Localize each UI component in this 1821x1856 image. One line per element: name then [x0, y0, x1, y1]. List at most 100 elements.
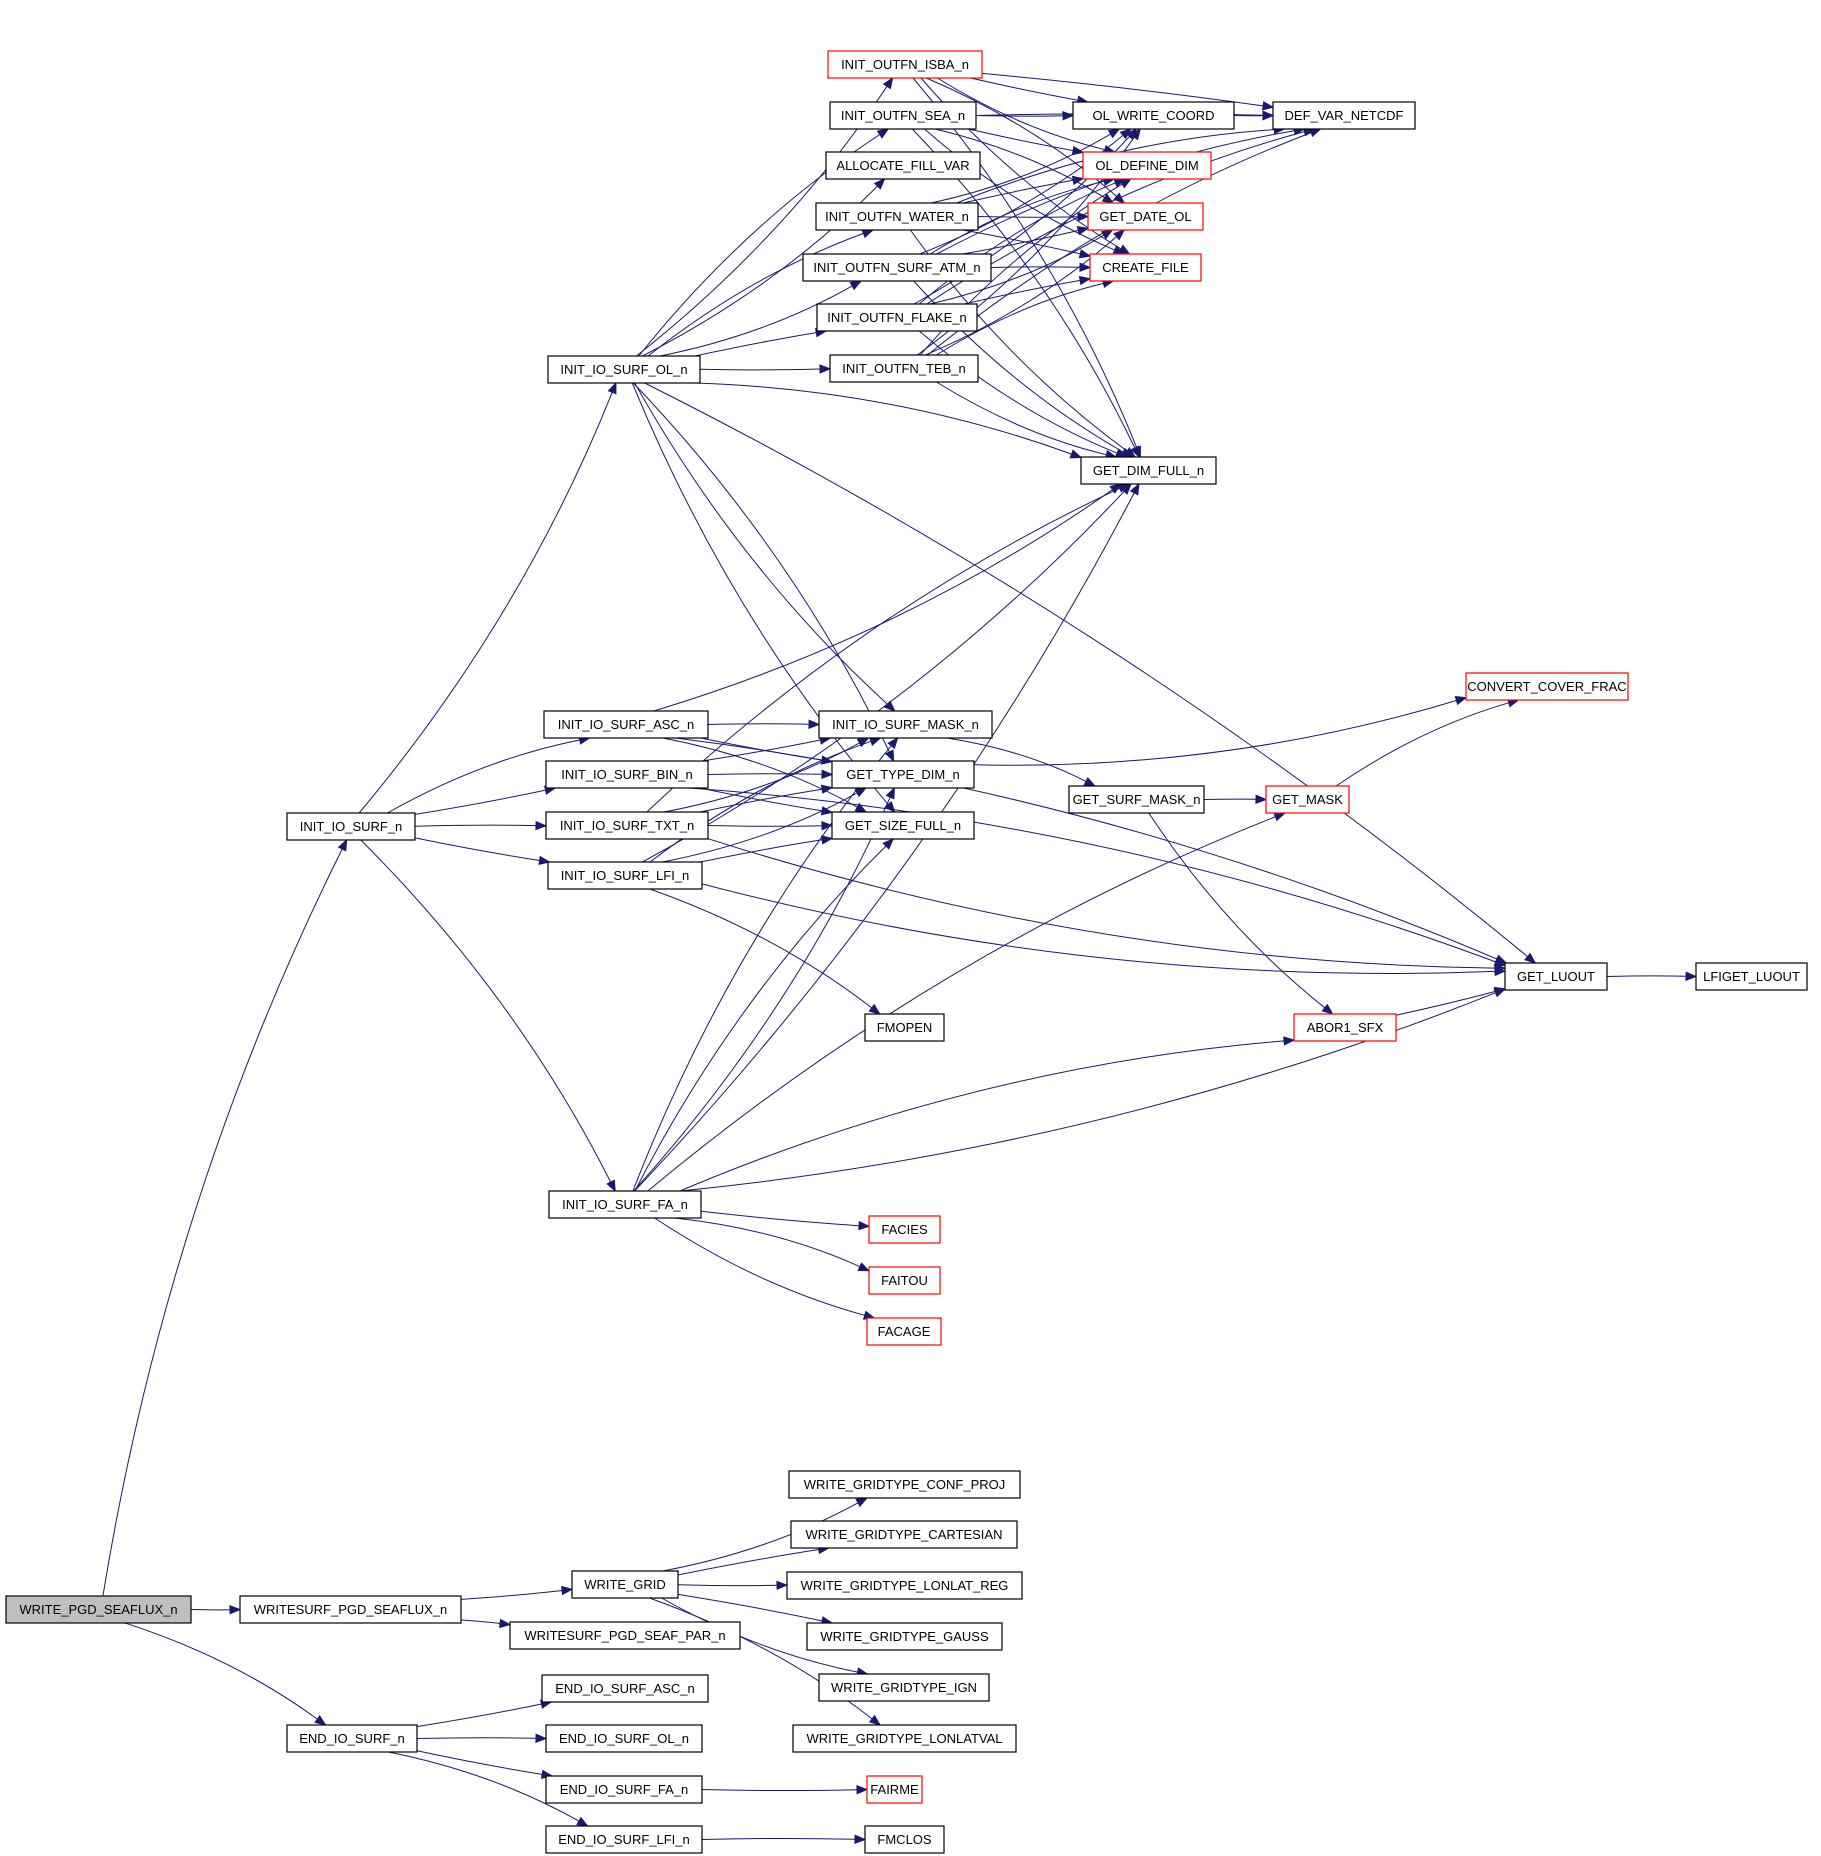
node-box[interactable]	[1068, 785, 1205, 814]
node-facies[interactable]: FACIES	[868, 1215, 941, 1244]
node-facage[interactable]: FACAGE	[866, 1317, 942, 1346]
node-box[interactable]	[547, 861, 703, 890]
node-box[interactable]	[5, 1595, 192, 1624]
node-box[interactable]	[509, 1621, 741, 1650]
node-ol-write-coord[interactable]: OL_WRITE_COORD	[1072, 101, 1235, 130]
node-box[interactable]	[286, 1724, 418, 1753]
node-init-outfn-sea-n[interactable]: INIT_OUTFN_SEA_n	[829, 101, 977, 130]
node-create-file[interactable]: CREATE_FILE	[1089, 253, 1202, 282]
node-init-io-surf-fa-n[interactable]: INIT_IO_SURF_FA_n	[548, 1190, 702, 1219]
node-abor1-sfx[interactable]: ABOR1_SFX	[1293, 1013, 1397, 1042]
node-write-gridtype-cartesian[interactable]: WRITE_GRIDTYPE_CARTESIAN	[790, 1520, 1018, 1549]
node-box[interactable]	[1695, 962, 1808, 991]
node-faitou[interactable]: FAITOU	[868, 1266, 941, 1295]
node-get-luout[interactable]: GET_LUOUT	[1504, 962, 1608, 991]
node-fairme[interactable]: FAIRME	[866, 1775, 923, 1804]
node-box[interactable]	[831, 811, 975, 840]
node-end-io-surf-lfi-n[interactable]: END_IO_SURF_LFI_n	[545, 1825, 703, 1854]
node-get-date-ol[interactable]: GET_DATE_OL	[1087, 202, 1204, 231]
node-box[interactable]	[286, 812, 416, 841]
node-convert-cover-frac[interactable]: CONVERT_COVER_FRAC	[1465, 672, 1629, 701]
node-write-gridtype-lonlat-reg[interactable]: WRITE_GRIDTYPE_LONLAT_REG	[786, 1571, 1023, 1600]
node-box[interactable]	[864, 1825, 945, 1854]
node-box[interactable]	[790, 1520, 1018, 1549]
node-box[interactable]	[827, 50, 983, 79]
node-end-io-surf-fa-n[interactable]: END_IO_SURF_FA_n	[545, 1775, 703, 1804]
node-fmclos[interactable]: FMCLOS	[864, 1825, 945, 1854]
node-end-io-surf-ol-n[interactable]: END_IO_SURF_OL_n	[545, 1724, 703, 1753]
node-write-grid[interactable]: WRITE_GRID	[571, 1570, 679, 1599]
node-box[interactable]	[1265, 785, 1350, 814]
node-box[interactable]	[1293, 1013, 1397, 1042]
node-box[interactable]	[829, 101, 977, 130]
node-get-surf-mask-n[interactable]: GET_SURF_MASK_n	[1068, 785, 1205, 814]
node-box[interactable]	[1082, 151, 1212, 180]
node-box[interactable]	[1072, 101, 1235, 130]
node-box[interactable]	[1465, 672, 1629, 701]
node-get-mask[interactable]: GET_MASK	[1265, 785, 1350, 814]
node-ol-define-dim[interactable]: OL_DEFINE_DIM	[1082, 151, 1212, 180]
node-init-outfn-flake-n[interactable]: INIT_OUTFN_FLAKE_n	[816, 303, 978, 332]
node-box[interactable]	[829, 354, 979, 383]
node-box[interactable]	[825, 151, 981, 180]
node-box[interactable]	[1272, 101, 1416, 130]
node-box[interactable]	[545, 1825, 703, 1854]
node-init-outfn-water-n[interactable]: INIT_OUTFN_WATER_n	[815, 202, 979, 231]
node-box[interactable]	[868, 1266, 941, 1295]
node-end-io-surf-asc-n[interactable]: END_IO_SURF_ASC_n	[541, 1674, 709, 1703]
node-box[interactable]	[545, 1724, 703, 1753]
node-box[interactable]	[788, 1470, 1021, 1499]
node-get-type-dim-n[interactable]: GET_TYPE_DIM_n	[831, 760, 975, 789]
node-init-io-surf-n[interactable]: INIT_IO_SURF_n	[286, 812, 416, 841]
node-box[interactable]	[815, 202, 979, 231]
node-end-io-surf-n[interactable]: END_IO_SURF_n	[286, 1724, 418, 1753]
node-get-dim-full-n[interactable]: GET_DIM_FULL_n	[1080, 456, 1217, 485]
node-box[interactable]	[818, 710, 993, 739]
node-box[interactable]	[786, 1571, 1023, 1600]
node-allocate-fill-var[interactable]: ALLOCATE_FILL_VAR	[825, 151, 981, 180]
node-lfiget-luout[interactable]: LFIGET_LUOUT	[1695, 962, 1808, 991]
node-writesurf-pgd-seaflux-n[interactable]: WRITESURF_PGD_SEAFLUX_n	[239, 1595, 462, 1624]
node-box[interactable]	[545, 811, 709, 840]
node-writesurf-pgd-seaf-par-n[interactable]: WRITESURF_PGD_SEAF_PAR_n	[509, 1621, 741, 1650]
node-box[interactable]	[545, 1775, 703, 1804]
node-init-io-surf-ol-n[interactable]: INIT_IO_SURF_OL_n	[547, 355, 701, 384]
node-write-gridtype-conf-proj[interactable]: WRITE_GRIDTYPE_CONF_PROJ	[788, 1470, 1021, 1499]
node-box[interactable]	[543, 710, 709, 739]
node-box[interactable]	[818, 1673, 990, 1702]
node-init-outfn-isba-n[interactable]: INIT_OUTFN_ISBA_n	[827, 50, 983, 79]
node-init-io-surf-bin-n[interactable]: INIT_IO_SURF_BIN_n	[545, 760, 709, 789]
node-init-io-surf-lfi-n[interactable]: INIT_IO_SURF_LFI_n	[547, 861, 703, 890]
node-write-pgd-seaflux-n[interactable]: WRITE_PGD_SEAFLUX_n	[5, 1595, 192, 1624]
node-box[interactable]	[802, 253, 992, 282]
node-box[interactable]	[866, 1775, 923, 1804]
node-box[interactable]	[1089, 253, 1202, 282]
node-box[interactable]	[571, 1570, 679, 1599]
node-init-io-surf-mask-n[interactable]: INIT_IO_SURF_MASK_n	[818, 710, 993, 739]
node-box[interactable]	[545, 760, 709, 789]
node-box[interactable]	[866, 1317, 942, 1346]
node-box[interactable]	[1087, 202, 1204, 231]
node-init-io-surf-txt-n[interactable]: INIT_IO_SURF_TXT_n	[545, 811, 709, 840]
node-get-size-full-n[interactable]: GET_SIZE_FULL_n	[831, 811, 975, 840]
node-init-outfn-teb-n[interactable]: INIT_OUTFN_TEB_n	[829, 354, 979, 383]
node-write-gridtype-ign[interactable]: WRITE_GRIDTYPE_IGN	[818, 1673, 990, 1702]
node-box[interactable]	[1504, 962, 1608, 991]
node-box[interactable]	[548, 1190, 702, 1219]
node-box[interactable]	[547, 355, 701, 384]
node-write-gridtype-lonlatval[interactable]: WRITE_GRIDTYPE_LONLATVAL	[792, 1724, 1017, 1753]
node-init-outfn-surf-atm-n[interactable]: INIT_OUTFN_SURF_ATM_n	[802, 253, 992, 282]
node-box[interactable]	[864, 1013, 945, 1042]
node-box[interactable]	[1080, 456, 1217, 485]
node-box[interactable]	[816, 303, 978, 332]
node-box[interactable]	[806, 1622, 1003, 1651]
node-box[interactable]	[868, 1215, 941, 1244]
node-def-var-netcdf[interactable]: DEF_VAR_NETCDF	[1272, 101, 1416, 130]
node-box[interactable]	[831, 760, 975, 789]
node-box[interactable]	[541, 1674, 709, 1703]
node-write-gridtype-gauss[interactable]: WRITE_GRIDTYPE_GAUSS	[806, 1622, 1003, 1651]
node-box[interactable]	[239, 1595, 462, 1624]
node-box[interactable]	[792, 1724, 1017, 1753]
node-fmopen[interactable]: FMOPEN	[864, 1013, 945, 1042]
node-init-io-surf-asc-n[interactable]: INIT_IO_SURF_ASC_n	[543, 710, 709, 739]
